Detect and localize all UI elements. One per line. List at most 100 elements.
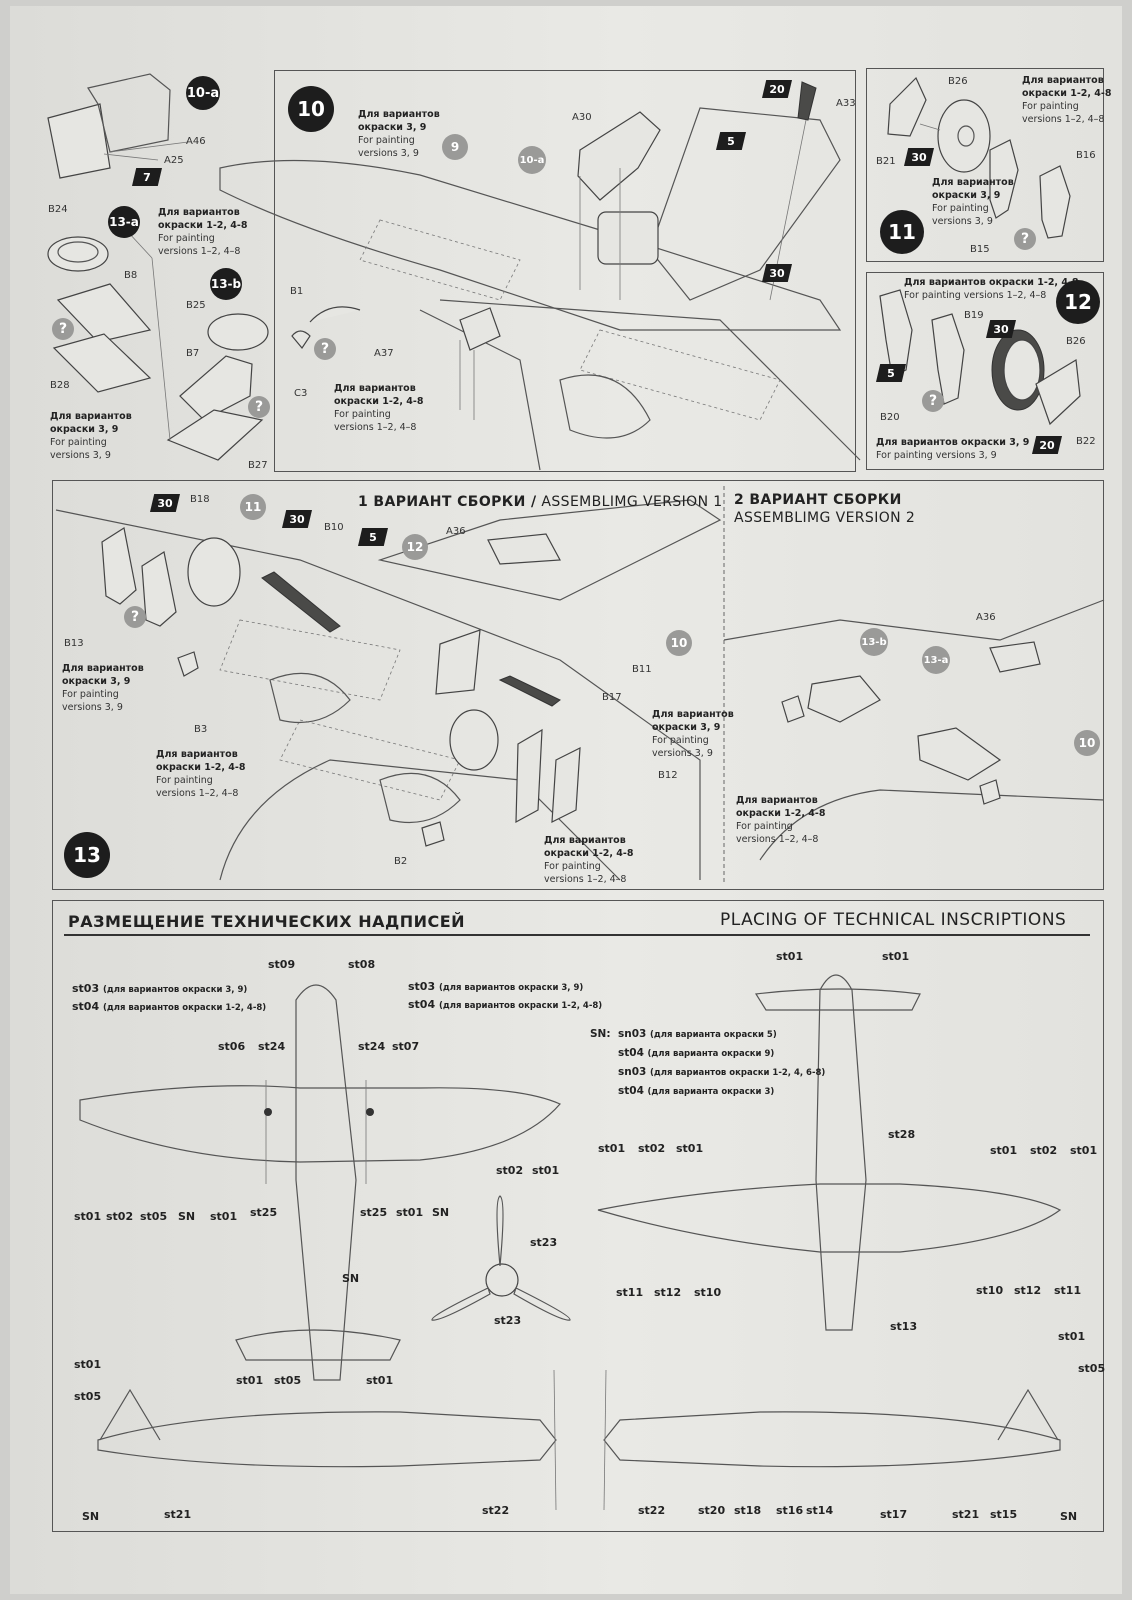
paint-number: 30	[911, 150, 927, 164]
sn-code: st04	[618, 1085, 644, 1097]
part-B24: B24	[48, 204, 68, 215]
step-ref-label: 12	[406, 540, 424, 554]
note-variants-128: Для вариантов окраски 1-2, 4-8 For paint…	[334, 382, 423, 434]
part-B17: B17	[602, 692, 622, 703]
code-note: (для вариантов окраски 1-2, 4-8)	[438, 1001, 603, 1011]
part-A36: A36	[976, 612, 996, 623]
code-st03-a: st03 (для вариантов окраски 3, 9)	[72, 982, 247, 995]
note-en: For painting	[1022, 101, 1079, 112]
note-en: For painting	[156, 775, 213, 786]
step-label: 11	[888, 220, 916, 244]
code-st22: st22	[482, 1504, 510, 1517]
part-B16: B16	[1076, 150, 1096, 161]
step-ref-9: 9	[442, 134, 468, 160]
code-st13: st13	[890, 1320, 918, 1333]
code-st02: st02	[1030, 1144, 1058, 1157]
code-SN: SN	[342, 1272, 360, 1285]
note-en: versions 3, 9	[50, 450, 111, 461]
title-underline	[64, 934, 1090, 936]
sn-entry-1: sn03 (для варианта окраски 5)	[618, 1028, 777, 1040]
part-B15: B15	[970, 244, 990, 255]
code-st12: st12	[1014, 1284, 1042, 1297]
part-B28: B28	[50, 380, 70, 391]
note-variants-39: Для вариантов окраски 3, 9 For painting …	[62, 662, 144, 714]
note-en: For painting	[50, 437, 107, 448]
note-en: versions 3, 9	[932, 216, 993, 227]
step-12-badge: 12	[1056, 280, 1100, 324]
code-st05: st05	[274, 1374, 302, 1387]
code-st11: st11	[616, 1286, 644, 1299]
paint-number: 5	[887, 366, 895, 380]
inscriptions-title-ru: РАЗМЕЩЕНИЕ ТЕХНИЧЕСКИХ НАДПИСЕЙ	[68, 912, 466, 931]
step-12-panel	[866, 272, 1104, 470]
step-label: 13-a	[109, 215, 139, 229]
note-en: For painting	[358, 135, 415, 146]
code-st14: st14	[806, 1504, 834, 1517]
paint-ref-7: 7	[132, 168, 162, 186]
question-icon: ?	[922, 390, 944, 412]
part-A46: A46	[186, 136, 206, 147]
sn-code: st04	[618, 1047, 644, 1059]
paint-ref-5: 5	[358, 528, 388, 546]
code-st11: st11	[1054, 1284, 1082, 1297]
paint-ref-5: 5	[716, 132, 746, 150]
note-ru: окраски 1-2, 4-8	[156, 762, 246, 773]
step-ref-label: 13-b	[861, 636, 887, 648]
note-ru: окраски 3, 9	[652, 722, 721, 733]
paint-number: 7	[143, 170, 151, 184]
step-13b-badge: 13-b	[210, 268, 242, 300]
note-en: versions 1–2, 4–8	[1022, 114, 1105, 125]
version-1-ru: 1 ВАРИАНТ СБОРКИ /	[358, 494, 537, 510]
part-B27: B27	[248, 460, 268, 471]
code-st06: st06	[218, 1040, 246, 1053]
inscriptions-panel	[52, 900, 1104, 1532]
code-st28: st28	[888, 1128, 916, 1141]
code-st23: st23	[494, 1314, 522, 1327]
sn-entry-4: st04 (для варианта окраски 3)	[618, 1085, 774, 1097]
code-st10: st10	[694, 1286, 722, 1299]
note-ru: Для вариантов	[50, 411, 132, 422]
code-st25: st25	[360, 1206, 388, 1219]
paint-number: 5	[369, 530, 377, 544]
note-ru: Для вариантов	[544, 835, 626, 846]
part-B11: B11	[632, 664, 652, 675]
code-label: st03	[408, 980, 436, 993]
note-variants-128: Для вариантов окраски 1-2, 4-8 For paint…	[1022, 74, 1111, 126]
part-B18: B18	[190, 494, 210, 505]
paint-ref-5: 5	[876, 364, 906, 382]
paint-ref-30: 30	[986, 320, 1016, 338]
code-st01: st01	[236, 1374, 264, 1387]
step-ref-12: 12	[402, 534, 428, 560]
note-en: versions 3, 9	[358, 148, 419, 159]
step-label: 10	[297, 97, 325, 121]
part-B7: B7	[186, 348, 200, 359]
part-B13: B13	[64, 638, 84, 649]
sn-note: (для варианта окраски 5)	[650, 1030, 777, 1040]
note-en: For painting	[544, 861, 601, 872]
note-ru: окраски 3, 9	[358, 122, 427, 133]
code-st09: st09	[268, 958, 296, 971]
question-icon: ?	[124, 606, 146, 628]
step-ref-11: 11	[240, 494, 266, 520]
sn-code: sn03	[618, 1066, 647, 1078]
note-ru: окраски 1-2, 4-8	[1022, 88, 1112, 99]
code-st23: st23	[530, 1236, 558, 1249]
note-ru: окраски 1-2, 4-8	[158, 220, 248, 231]
note-variants-128: Для вариантов окраски 1-2, 4-8 For paint…	[156, 748, 245, 800]
step-ref-label: 10-a	[519, 154, 545, 166]
note-en: For painting	[334, 409, 391, 420]
code-st12: st12	[654, 1286, 682, 1299]
note-ru: окраски 1-2, 4-8	[334, 396, 424, 407]
question-icon: ?	[248, 396, 270, 418]
note-ru: окраски 3, 9	[50, 424, 119, 435]
code-st21: st21	[952, 1508, 980, 1521]
paint-ref-30: 30	[904, 148, 934, 166]
code-note: (для вариантов окраски 3, 9)	[438, 983, 584, 993]
note-variants-39: Для вариантов окраски 3, 9 For painting …	[652, 708, 734, 760]
part-B26: B26	[948, 76, 968, 87]
code-st17: st17	[880, 1508, 908, 1521]
code-st01: st01	[598, 1142, 626, 1155]
